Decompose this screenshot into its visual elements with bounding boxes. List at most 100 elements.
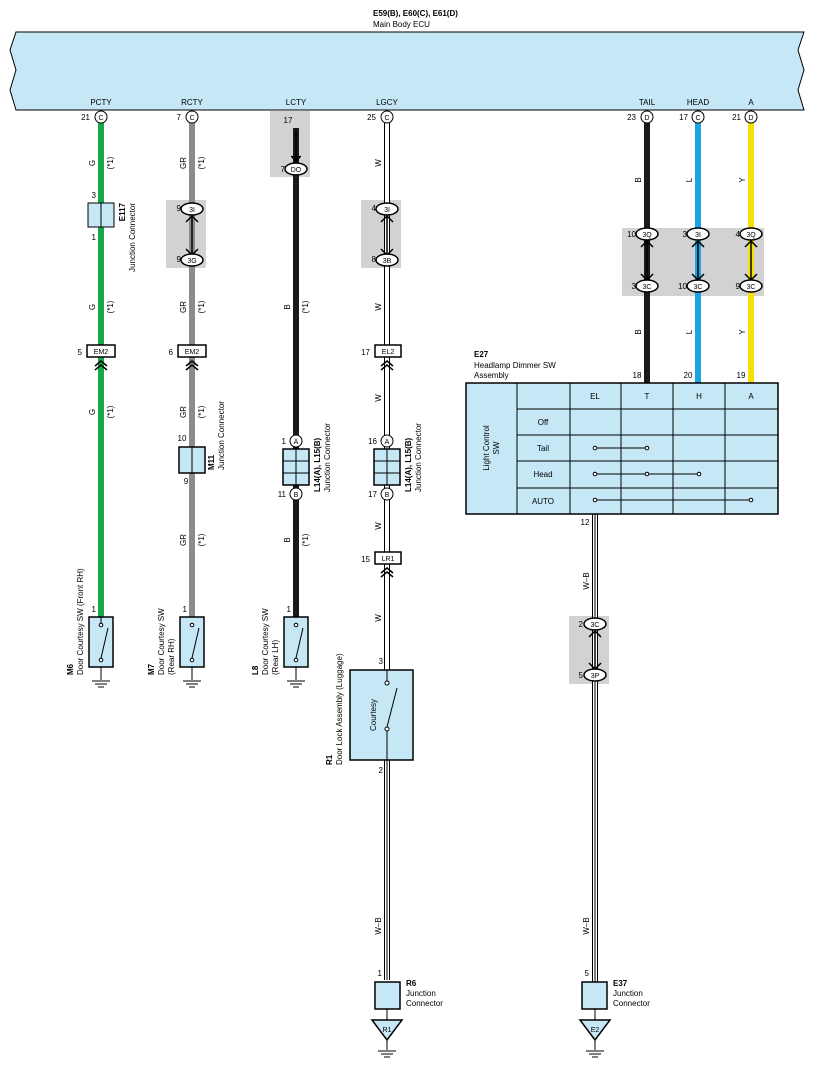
svg-text:17: 17 bbox=[284, 116, 293, 125]
svg-text:LR1: LR1 bbox=[382, 556, 395, 563]
svg-text:Assembly: Assembly bbox=[474, 371, 509, 380]
svg-text:EL2: EL2 bbox=[382, 349, 395, 356]
svg-text:(Rear LH): (Rear LH) bbox=[271, 640, 280, 675]
svg-text:8: 8 bbox=[372, 255, 377, 264]
svg-text:3I: 3I bbox=[189, 207, 195, 214]
junction-connector-e37: 5 E37 Junction Connector E2 bbox=[578, 969, 650, 1058]
svg-text:3Q: 3Q bbox=[642, 232, 652, 239]
ecu-terminal-tail: TAIL bbox=[639, 98, 656, 107]
ecu-terminal-pcty: PCTY bbox=[90, 98, 112, 107]
svg-text:3B: 3B bbox=[383, 258, 392, 265]
connector-em2-col1: 5 EM2 bbox=[78, 344, 116, 371]
svg-text:(*1): (*1) bbox=[301, 300, 310, 313]
svg-text:3C: 3C bbox=[643, 284, 652, 291]
svg-text:Junction: Junction bbox=[406, 989, 436, 998]
svg-text:Junction Connector: Junction Connector bbox=[414, 423, 423, 492]
svg-text:1: 1 bbox=[378, 969, 383, 978]
svg-text:9: 9 bbox=[184, 477, 189, 486]
svg-text:C: C bbox=[189, 115, 194, 122]
connector-lr1: 15 LR1 bbox=[361, 551, 402, 578]
svg-text:16: 16 bbox=[368, 437, 377, 446]
svg-text:R6: R6 bbox=[406, 979, 417, 988]
svg-text:17: 17 bbox=[679, 113, 688, 122]
ecu-terminal-lgcy: LGCY bbox=[376, 98, 398, 107]
wire-codes: G (*1) G (*1) G (*1) GR (*1) GR (*1) GR … bbox=[88, 156, 747, 934]
svg-text:L14(A), L15(B): L14(A), L15(B) bbox=[313, 437, 322, 492]
svg-text:19: 19 bbox=[737, 371, 746, 380]
svg-text:7: 7 bbox=[281, 165, 286, 174]
svg-text:W–B: W–B bbox=[374, 917, 383, 934]
door-courtesy-sw-m7: 1 M7 Door Courtesy SW (Rear RH) bbox=[147, 605, 205, 688]
svg-text:Door Courtesy SW: Door Courtesy SW bbox=[261, 608, 270, 675]
splice-3i-3b-col4: 4 3I 8 3B bbox=[372, 202, 399, 267]
svg-text:G: G bbox=[88, 304, 97, 310]
svg-text:2: 2 bbox=[579, 620, 584, 629]
svg-text:EM2: EM2 bbox=[185, 349, 200, 356]
svg-text:E2: E2 bbox=[591, 1027, 600, 1034]
ecu-connector-ids: E59(B), E60(C), E61(D) bbox=[373, 9, 458, 18]
svg-text:L: L bbox=[685, 329, 694, 334]
svg-text:L14(A), L15(B): L14(A), L15(B) bbox=[404, 437, 413, 492]
svg-text:B: B bbox=[385, 492, 390, 499]
svg-text:Door Courtesy SW: Door Courtesy SW bbox=[157, 608, 166, 675]
svg-text:W: W bbox=[374, 159, 383, 167]
ecu-pin-lgcy: 25 C bbox=[367, 110, 394, 124]
dimmer-col-h: H bbox=[696, 392, 702, 401]
svg-text:3: 3 bbox=[379, 657, 384, 666]
ecu-terminal-head: HEAD bbox=[687, 98, 709, 107]
svg-text:Y: Y bbox=[738, 329, 747, 335]
svg-text:3C: 3C bbox=[747, 284, 756, 291]
svg-text:(*1): (*1) bbox=[106, 300, 115, 313]
svg-text:L8: L8 bbox=[251, 665, 260, 675]
svg-text:6: 6 bbox=[169, 348, 174, 357]
connector-el2: 17 EL2 bbox=[361, 344, 402, 371]
ecu-name: Main Body ECU bbox=[373, 20, 430, 29]
svg-text:D: D bbox=[748, 115, 753, 122]
splice-3q-3c-tail: 10 3Q 3 3C bbox=[627, 227, 659, 293]
dimmer-col-el: EL bbox=[590, 392, 600, 401]
headlamp-dimmer-sw-e27: E27 Headlamp Dimmer SW Assembly 18 20 19… bbox=[465, 350, 779, 527]
splice-3q-3c-a: 4 3Q 9 3C bbox=[736, 227, 763, 293]
svg-text:10: 10 bbox=[678, 282, 687, 291]
svg-text:L: L bbox=[685, 177, 694, 182]
svg-text:B: B bbox=[634, 329, 643, 334]
svg-text:3: 3 bbox=[683, 230, 688, 239]
svg-text:GR: GR bbox=[179, 301, 188, 313]
svg-text:1: 1 bbox=[287, 605, 292, 614]
svg-text:W: W bbox=[374, 614, 383, 622]
svg-text:A: A bbox=[385, 439, 390, 446]
svg-text:5: 5 bbox=[585, 969, 590, 978]
svg-text:D: D bbox=[644, 115, 649, 122]
connector-em2-col2: 6 EM2 bbox=[169, 344, 207, 371]
svg-text:5: 5 bbox=[78, 348, 83, 357]
svg-text:(Rear RH): (Rear RH) bbox=[167, 638, 176, 675]
svg-text:W–B: W–B bbox=[582, 572, 591, 589]
svg-text:M6: M6 bbox=[66, 663, 75, 675]
svg-text:17: 17 bbox=[368, 490, 377, 499]
svg-text:Courtesy: Courtesy bbox=[369, 699, 378, 731]
svg-text:1: 1 bbox=[282, 437, 287, 446]
svg-text:Junction Connector: Junction Connector bbox=[323, 423, 332, 492]
svg-text:E27: E27 bbox=[474, 350, 489, 359]
svg-text:R1: R1 bbox=[383, 1027, 392, 1034]
svg-text:3: 3 bbox=[92, 191, 97, 200]
svg-text:W: W bbox=[374, 522, 383, 530]
svg-text:E117: E117 bbox=[118, 202, 127, 221]
dimmer-row-head: Head bbox=[533, 470, 552, 479]
svg-text:(*1): (*1) bbox=[301, 533, 310, 546]
dimmer-row-off: Off bbox=[538, 418, 549, 427]
svg-text:W–B: W–B bbox=[582, 917, 591, 934]
svg-text:Connector: Connector bbox=[613, 999, 650, 1008]
svg-text:21: 21 bbox=[81, 113, 90, 122]
svg-text:20: 20 bbox=[684, 371, 693, 380]
svg-text:EM2: EM2 bbox=[94, 349, 109, 356]
svg-text:18: 18 bbox=[633, 371, 642, 380]
svg-text:G: G bbox=[88, 160, 97, 166]
svg-text:(*1): (*1) bbox=[197, 405, 206, 418]
svg-text:2: 2 bbox=[379, 766, 384, 775]
svg-text:(*1): (*1) bbox=[197, 300, 206, 313]
splice-3i-3g-col2: 9 3I 9 3G bbox=[177, 202, 204, 267]
svg-text:4: 4 bbox=[736, 230, 741, 239]
splice-3i-3c-head: 3 3I 10 3C bbox=[678, 227, 710, 293]
